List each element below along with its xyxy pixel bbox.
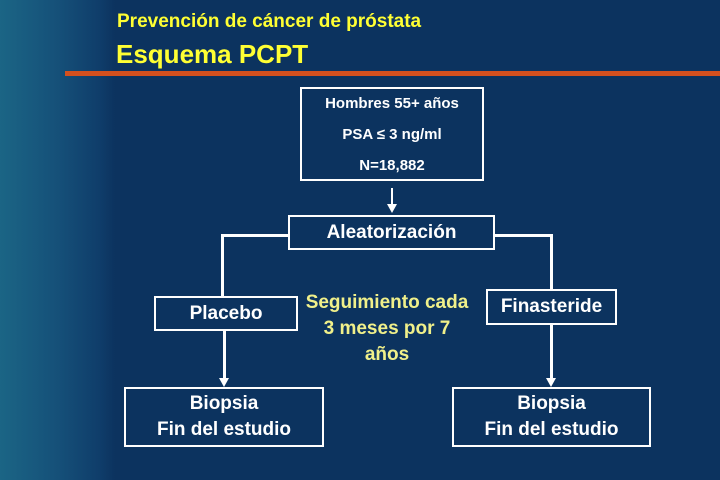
end-of-study-label: Fin del estudio (484, 419, 619, 440)
connector-left-h (221, 234, 288, 237)
arrowhead-icon (546, 378, 556, 387)
slide-subtitle: Prevención de cáncer de próstata (117, 11, 422, 32)
placebo-label: Placebo (189, 302, 263, 324)
arrow-placebo-to-end (223, 331, 226, 379)
connector-left-v (221, 234, 224, 296)
end-box-placebo: Biopsia Fin del estudio (124, 387, 324, 447)
population-criteria-age: Hombres 55+ años (325, 94, 459, 112)
arrow-finasteride-to-end (550, 325, 553, 379)
end-of-study-label: Fin del estudio (156, 419, 292, 440)
finasteride-label: Finasteride (500, 296, 603, 317)
arrowhead-icon (219, 378, 229, 387)
connector-right-h (495, 234, 553, 237)
followup-note: Seguimiento cada 3 meses por 7 años (292, 290, 482, 368)
population-criteria-psa: PSA ≤ 3 ng/ml (342, 125, 442, 143)
arrowhead-icon (387, 204, 397, 213)
connector-right-v (550, 234, 553, 289)
randomization-box: Aleatorización (288, 215, 495, 250)
placebo-box: Placebo (154, 296, 298, 331)
finasteride-box: Finasteride (486, 289, 617, 325)
slide-title: Esquema PCPT (116, 39, 309, 69)
followup-line1: Seguimiento cada (305, 292, 469, 313)
population-size: N=18,882 (359, 156, 425, 174)
followup-line2: 3 meses por 7 (323, 318, 451, 339)
title-divider (65, 71, 720, 76)
followup-line3: años (364, 344, 410, 365)
population-box: Hombres 55+ años PSA ≤ 3 ng/ml N=18,882 (300, 87, 484, 181)
end-box-finasteride: Biopsia Fin del estudio (452, 387, 651, 447)
arrow-to-randomization (391, 188, 393, 206)
biopsy-label: Biopsia (189, 393, 259, 414)
biopsy-label: Biopsia (517, 393, 586, 414)
randomization-label: Aleatorización (326, 221, 457, 243)
